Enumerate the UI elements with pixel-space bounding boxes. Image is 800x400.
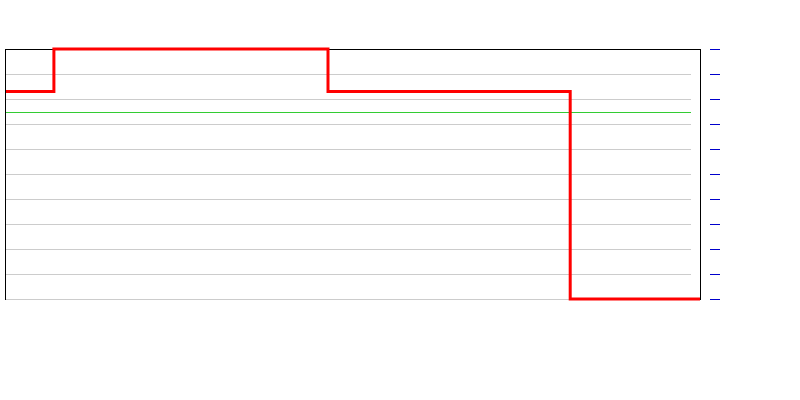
series-line-0 [6, 47, 700, 301]
right-axis-tick-marks [710, 49, 720, 300]
series-layer [6, 47, 700, 301]
grid-lines [6, 74, 700, 300]
